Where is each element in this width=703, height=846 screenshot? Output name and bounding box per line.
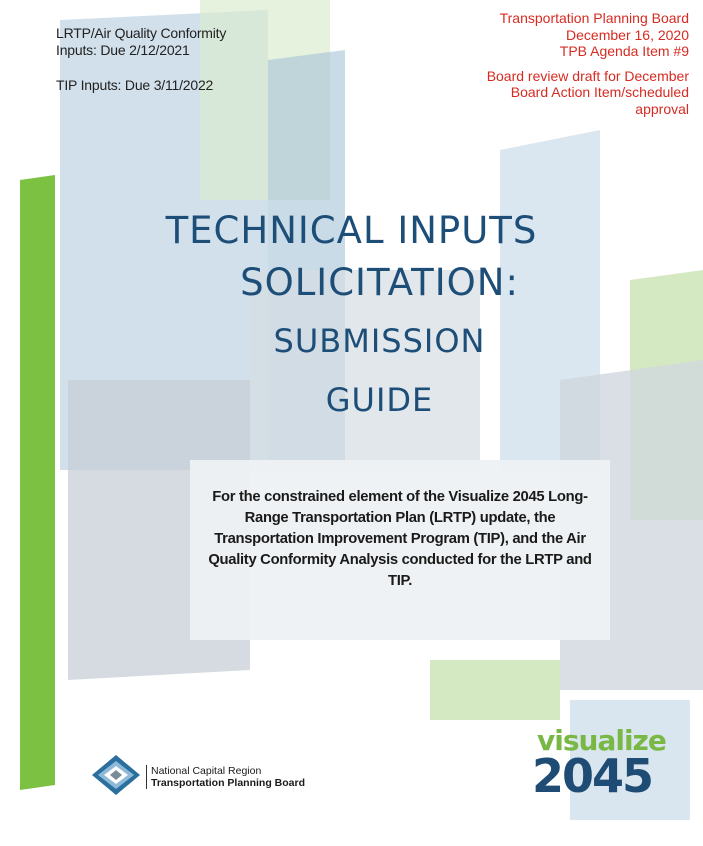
tpb-logo-text: National Capital Region Transportation P…: [146, 765, 305, 789]
visualize-2045-logo: visualize 2045: [530, 720, 670, 810]
org-line-1: National Capital Region: [151, 765, 262, 777]
board-line-4: Board review draft for December: [486, 67, 689, 84]
org-line-2: Transportation Planning Board: [151, 777, 306, 789]
panel-green-bottom: [430, 660, 560, 720]
green-side-bar: [20, 175, 55, 790]
board-line-5: Board Action Item/scheduled: [510, 84, 689, 100]
board-line-2: December 16, 2020: [566, 26, 689, 43]
due-dates: LRTP/Air Quality Conformity Inputs: Due …: [56, 25, 226, 94]
board-line-1: Transportation Planning Board: [499, 10, 689, 26]
visualize-word: visualize: [537, 724, 667, 757]
due-line-1: LRTP/Air Quality Conformity: [56, 25, 227, 41]
visualize-year: 2045: [532, 749, 654, 803]
tpb-logo: National Capital Region Transportation P…: [90, 753, 350, 797]
title-line-2: SOLICITATION:: [240, 261, 519, 304]
title-line-4: GUIDE: [325, 381, 434, 419]
board-line-3: TPB Agenda Item #9: [559, 43, 689, 59]
panel-blue-bottom-right: [570, 700, 690, 820]
title-line-3: SUBMISSION: [273, 322, 486, 360]
panel-grey-center: [250, 270, 480, 470]
diamond-logo-icon: [92, 755, 140, 795]
panel-light-grey-mid: [190, 460, 610, 640]
board-line-6: approval: [635, 100, 689, 117]
title-line-1: TECHNICAL INPUTS: [165, 209, 538, 252]
due-line-3: TIP Inputs: Due 3/11/2022: [56, 77, 214, 93]
board-info: Transportation Planning Board December 1…: [389, 10, 689, 117]
due-line-2: Inputs: Due 2/12/2021: [56, 42, 190, 58]
description-text: For the constrained element of the Visua…: [208, 489, 592, 589]
